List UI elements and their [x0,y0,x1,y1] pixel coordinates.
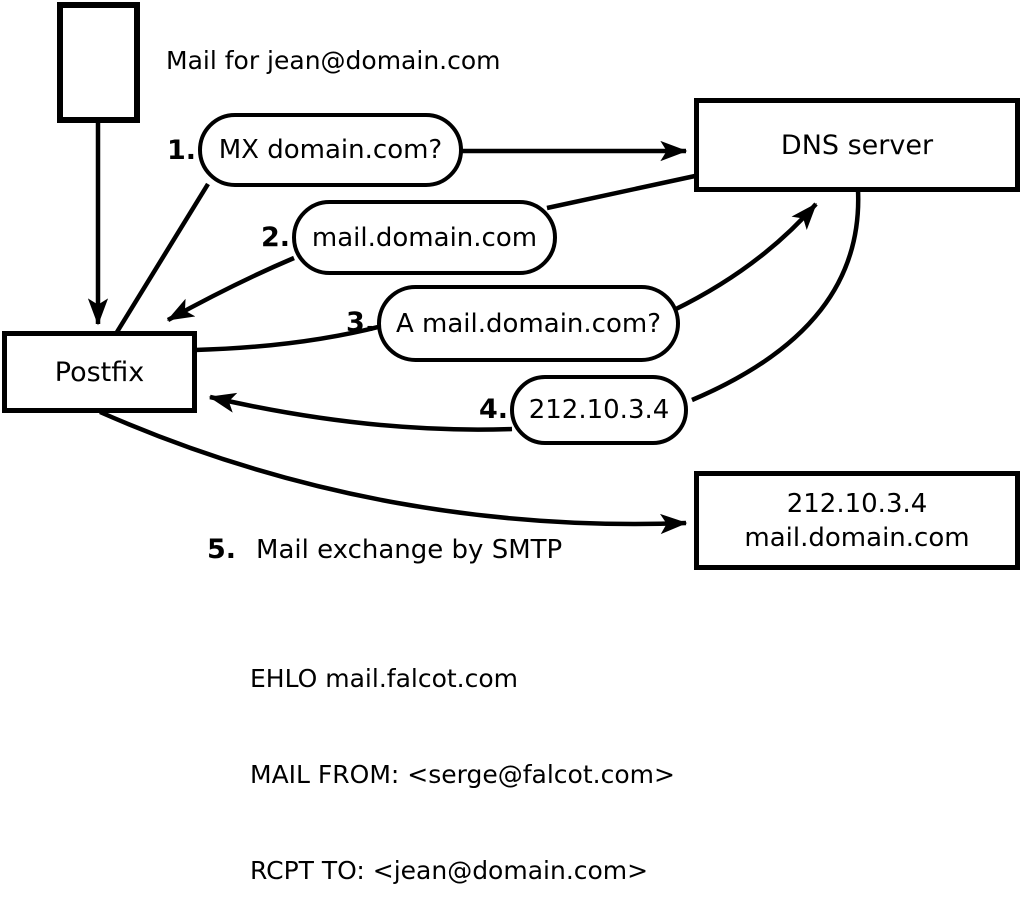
dns-server-node: DNS server [694,98,1020,192]
postfix-node: Postfix [2,331,197,413]
answer-a-label: 212.10.3.4 [528,395,670,425]
query-mx-label: MX domain.com? [218,135,443,165]
line-dns-to-answer2 [546,173,696,211]
mail-server-ip: 212.10.3.4 [786,488,928,519]
dns-server-label: DNS server [780,129,934,161]
step-number-1: 1. [166,135,196,166]
arrow-postfix-to-mailserver [99,409,688,535]
step-number-2: 2. [260,222,290,253]
postfix-label: Postfix [54,356,145,388]
arrow-query3-to-dns [673,202,818,313]
smtp-session-transcript: EHLO mail.falcot.com MAIL FROM: <serge@f… [250,599,675,919]
line-postfix-to-query3 [194,323,383,353]
query-a-pill: A mail.domain.com? [377,285,680,362]
answer-mx-label: mail.domain.com [311,222,538,253]
query-a-label: A mail.domain.com? [396,308,661,339]
smtp-line-ehlo: EHLO mail.falcot.com [250,664,519,693]
answer-mx-pill: mail.domain.com [292,200,557,275]
step5-caption: 5. Mail exchange by SMTP [207,534,562,565]
step-number-3: 3. [345,307,375,338]
mail-server-hostname: mail.domain.com [744,522,970,553]
step5-label: Mail exchange by SMTP [256,535,563,565]
line-dns-to-answer4 [691,189,861,403]
arrow-answer4-to-postfix [208,392,513,432]
step-number-4: 4. [478,394,508,425]
arrow-answer2-to-postfix [166,255,295,322]
smtp-line-rcpt-to: RCPT TO: <jean@domain.com> [250,856,649,885]
query-mx-pill: MX domain.com? [198,113,463,187]
mail-server-node: 212.10.3.4 mail.domain.com [694,471,1020,570]
smtp-line-mail-from: MAIL FROM: <serge@falcot.com> [250,760,675,789]
mail-note: Mail for jean@domain.com [166,46,501,75]
line-postfix-to-query1 [115,182,210,334]
step-number-5: 5. [207,534,237,565]
mail-source-node [57,2,140,123]
answer-a-pill: 212.10.3.4 [510,375,688,445]
